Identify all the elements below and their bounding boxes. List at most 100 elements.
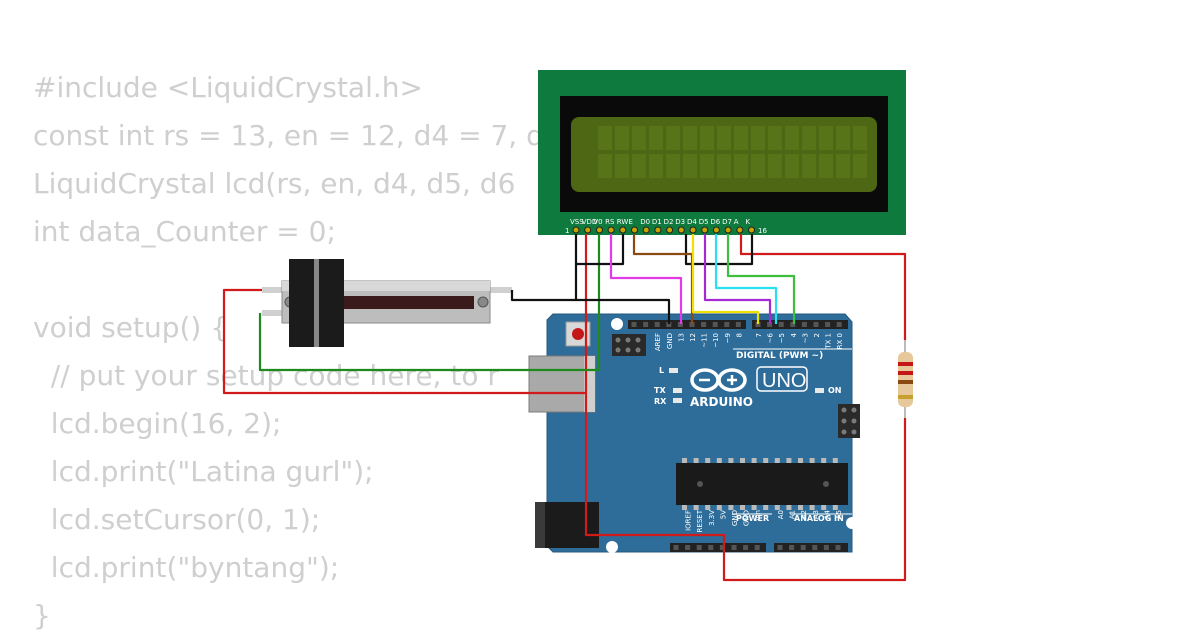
header-hole[interactable] (835, 545, 841, 550)
chip-leg (751, 458, 757, 463)
header-hole[interactable] (743, 545, 749, 550)
header-hole[interactable] (836, 322, 842, 327)
wire-red-5v-pot[interactable] (222, 234, 588, 395)
lcd-pin[interactable] (584, 226, 592, 234)
header-hole[interactable] (685, 545, 691, 550)
header-hole[interactable] (643, 322, 649, 327)
lcd-pin[interactable] (654, 226, 662, 234)
uno-label: UNO (762, 370, 806, 392)
lcd-pin[interactable] (724, 226, 732, 234)
lcd-char-cell (598, 126, 612, 150)
header-hole[interactable] (789, 545, 795, 550)
wire-magenta-rs[interactable] (609, 234, 683, 324)
power-analog-pin-label: A2 (800, 510, 808, 519)
header-hole[interactable] (701, 322, 707, 327)
resistor[interactable] (898, 340, 913, 418)
header-hole[interactable] (778, 322, 784, 327)
wire-green-v0[interactable] (258, 234, 601, 372)
wire-black-k[interactable] (684, 234, 754, 266)
header-hole[interactable] (825, 322, 831, 327)
lcd-char-cell (683, 126, 697, 150)
header-hole[interactable] (731, 545, 737, 550)
header-hole[interactable] (708, 545, 714, 550)
chip-leg (705, 505, 711, 510)
analog-in-label: ANALOG IN (794, 514, 844, 523)
lcd-pin[interactable] (607, 226, 615, 234)
code-line: LiquidCrystal lcd(rs, en, d4, d5, d6 (33, 167, 516, 200)
digital-pin-label: ~3 (801, 333, 809, 343)
lcd-pin[interactable] (631, 226, 638, 234)
wire-yellow-d4[interactable] (691, 234, 760, 324)
code-line: #include <LiquidCrystal.h> (33, 71, 423, 104)
lcd-pin[interactable] (619, 226, 627, 234)
wire-red-5v-board[interactable] (584, 393, 907, 582)
lcd-pin-label: D4 (687, 218, 697, 226)
lcd-pin[interactable] (572, 226, 580, 234)
header-hole[interactable] (767, 322, 773, 327)
header-hole[interactable] (754, 545, 760, 550)
header-hole[interactable] (631, 322, 637, 327)
header-hole[interactable] (666, 322, 672, 327)
lcd-pin[interactable] (642, 226, 650, 234)
lcd-pin[interactable] (666, 226, 674, 234)
header-hole[interactable] (800, 545, 806, 550)
header-hole[interactable] (689, 322, 695, 327)
power-analog-pin-label: RESET (696, 509, 704, 532)
header-hole[interactable] (719, 545, 725, 550)
code-background: #include <LiquidCrystal.h>const int rs =… (33, 64, 544, 640)
lcd-char-cell (683, 154, 697, 178)
slide-potentiometer[interactable] (262, 259, 512, 347)
chip-leg (774, 505, 780, 510)
lcd-pin[interactable] (689, 226, 697, 234)
digital-pin-label: ~5 (778, 333, 786, 343)
digital-header-left (628, 320, 746, 329)
lcd-pin-label: D1 (652, 218, 662, 226)
header-hole[interactable] (777, 545, 783, 550)
wire-black-gnd-pot[interactable] (510, 290, 671, 324)
chip-leg (786, 505, 792, 510)
header-hole[interactable] (790, 322, 796, 327)
led-l (669, 368, 678, 373)
lcd-pin[interactable] (595, 226, 603, 234)
wire-cyan-d6[interactable] (714, 234, 778, 324)
lcd-pin[interactable] (748, 226, 755, 234)
power-analog-header-holes (673, 545, 841, 550)
header-hole[interactable] (654, 322, 660, 327)
chip-leg (751, 505, 757, 510)
lcd-pin[interactable] (712, 226, 720, 234)
wire-black-rw[interactable] (576, 234, 625, 266)
header-hole[interactable] (755, 322, 761, 327)
lcd-char-cell (649, 126, 663, 150)
header-hole[interactable] (724, 322, 730, 327)
power-analog-pin-label: GND (731, 510, 739, 526)
header-hole[interactable] (823, 545, 829, 550)
header-hole[interactable] (696, 545, 702, 550)
code-line: lcd.print("byntang"); (33, 551, 340, 584)
digital-pin-label: 2 (813, 333, 821, 337)
wire-red-lcd-a[interactable] (739, 234, 907, 340)
header-hole[interactable] (712, 322, 718, 327)
wire-purple-d5[interactable] (703, 234, 772, 324)
lcd-char-cell (666, 154, 680, 178)
lcd-char-cell (751, 126, 765, 150)
header-hole[interactable] (735, 322, 741, 327)
header-hole[interactable] (812, 545, 818, 550)
header-hole[interactable] (813, 322, 819, 327)
lcd-pin-label: D2 (664, 218, 674, 226)
lcd-pin-label: D3 (675, 218, 685, 226)
svg-text:ON: ON (828, 386, 842, 395)
lcd-pin[interactable] (736, 226, 744, 234)
led-tx (673, 388, 682, 393)
lcd-pin[interactable] (677, 226, 685, 234)
power-analog-pin-label: A0 (777, 510, 785, 519)
header-hole[interactable] (677, 322, 683, 327)
power-analog-pin-label: IOREF (685, 510, 693, 531)
header-hole[interactable] (673, 545, 679, 550)
lcd-char-cell (853, 126, 867, 150)
wire-lime-d7[interactable] (726, 234, 796, 324)
header-hole[interactable] (801, 322, 807, 327)
lcd-pin[interactable] (701, 226, 709, 234)
